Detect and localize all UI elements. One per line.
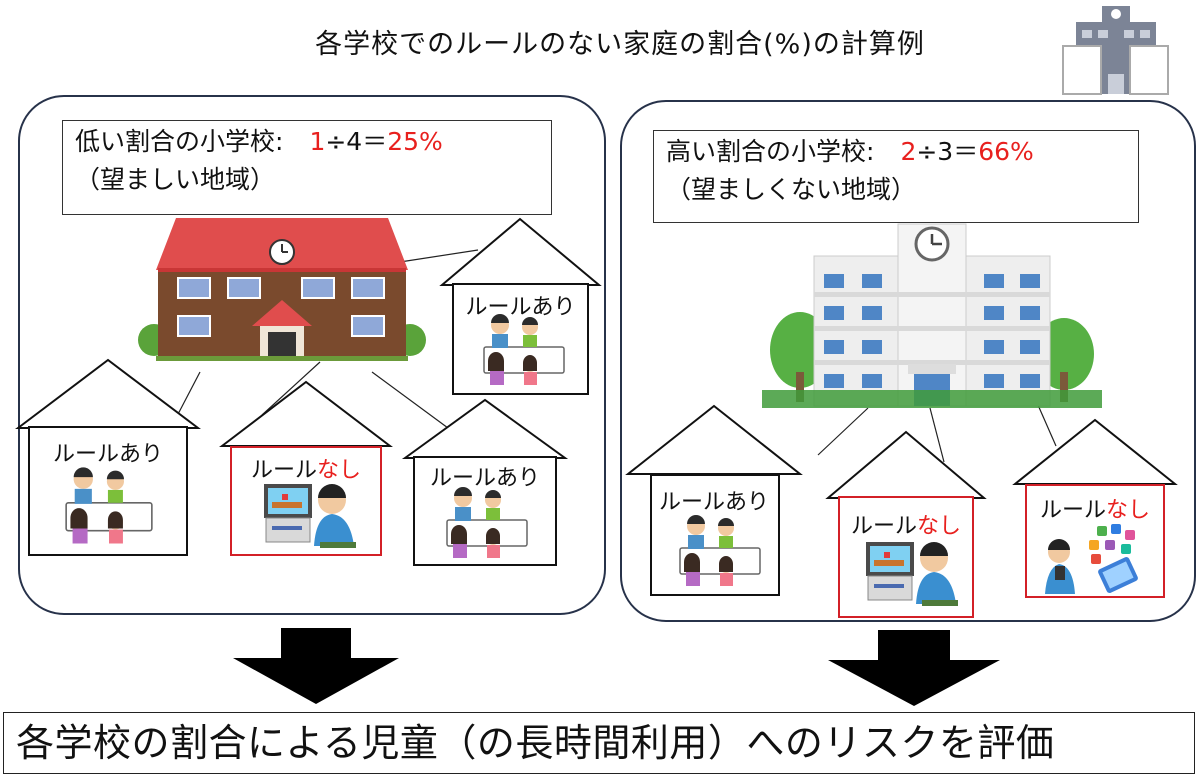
house-rule-no: ルールなし — [219, 380, 393, 556]
house-label: ルールあり — [429, 466, 540, 491]
down-arrow-icon — [828, 630, 1000, 706]
low-ratio-heading: 低い割合の小学校: — [75, 127, 284, 156]
family-icon — [679, 515, 761, 586]
house-rule-yes: ルールあり — [625, 404, 803, 596]
high-ratio-calc: ÷3＝ — [916, 137, 979, 166]
house-roof — [439, 217, 602, 286]
high-ratio-info-box: 高い割合の小学校: 2÷3＝66% （望ましくない地域） — [653, 130, 1139, 223]
family-icon — [483, 314, 565, 385]
page-title: 各学校でのルールのない家庭の割合(%)の計算例 — [315, 29, 925, 60]
low-ratio-numerator: 1 — [309, 127, 326, 156]
house-label: ルールあり — [52, 442, 163, 467]
low-ratio-result: 25% — [387, 127, 443, 156]
school-building-icon — [1062, 6, 1169, 95]
low-ratio-info-box: 低い割合の小学校: 1÷4＝25% （望ましい地域） — [62, 120, 552, 215]
smartphone-user-icon — [1045, 524, 1138, 594]
family-icon — [446, 487, 528, 558]
low-ratio-subtitle: （望ましい地域） — [75, 165, 276, 194]
modern-school-icon — [762, 223, 1102, 408]
family-icon — [65, 467, 153, 544]
house-rule-yes: ルールあり — [401, 398, 569, 566]
conclusion-box: 各学校の割合による児童（の長時間利用）へのリスクを評価 — [3, 712, 1195, 774]
house-roof — [625, 404, 803, 475]
high-ratio-result: 66% — [978, 137, 1034, 166]
house-rule-yes: ルールあり — [439, 217, 602, 397]
house-roof — [401, 398, 569, 459]
brick-school-icon — [138, 218, 426, 361]
house-label: ルールなし — [1039, 498, 1151, 523]
high-ratio-heading: 高い割合の小学校: — [666, 137, 875, 166]
house-roof — [219, 380, 393, 447]
game-player-icon — [264, 484, 356, 548]
house-rule-yes: ルールあり — [15, 358, 201, 558]
house-label: ルールあり — [465, 295, 576, 320]
down-arrow-icon — [233, 628, 399, 704]
house-roof — [825, 430, 987, 499]
high-ratio-subtitle: （望ましくない地域） — [666, 175, 917, 204]
conclusion-text: 各学校の割合による児童（の長時間利用）へのリスクを評価 — [16, 721, 1055, 765]
low-ratio-calc: ÷4＝ — [325, 127, 388, 156]
game-player-icon — [866, 542, 958, 606]
house-label: ルールなし — [250, 458, 362, 483]
house-roof — [1012, 418, 1178, 485]
house-roof — [15, 358, 201, 429]
house-label: ルールあり — [658, 490, 769, 515]
high-ratio-numerator: 2 — [900, 137, 917, 166]
house-label: ルールなし — [850, 514, 962, 539]
house-rule-no: ルールなし — [1012, 418, 1178, 600]
house-rule-no: ルールなし — [825, 430, 987, 618]
